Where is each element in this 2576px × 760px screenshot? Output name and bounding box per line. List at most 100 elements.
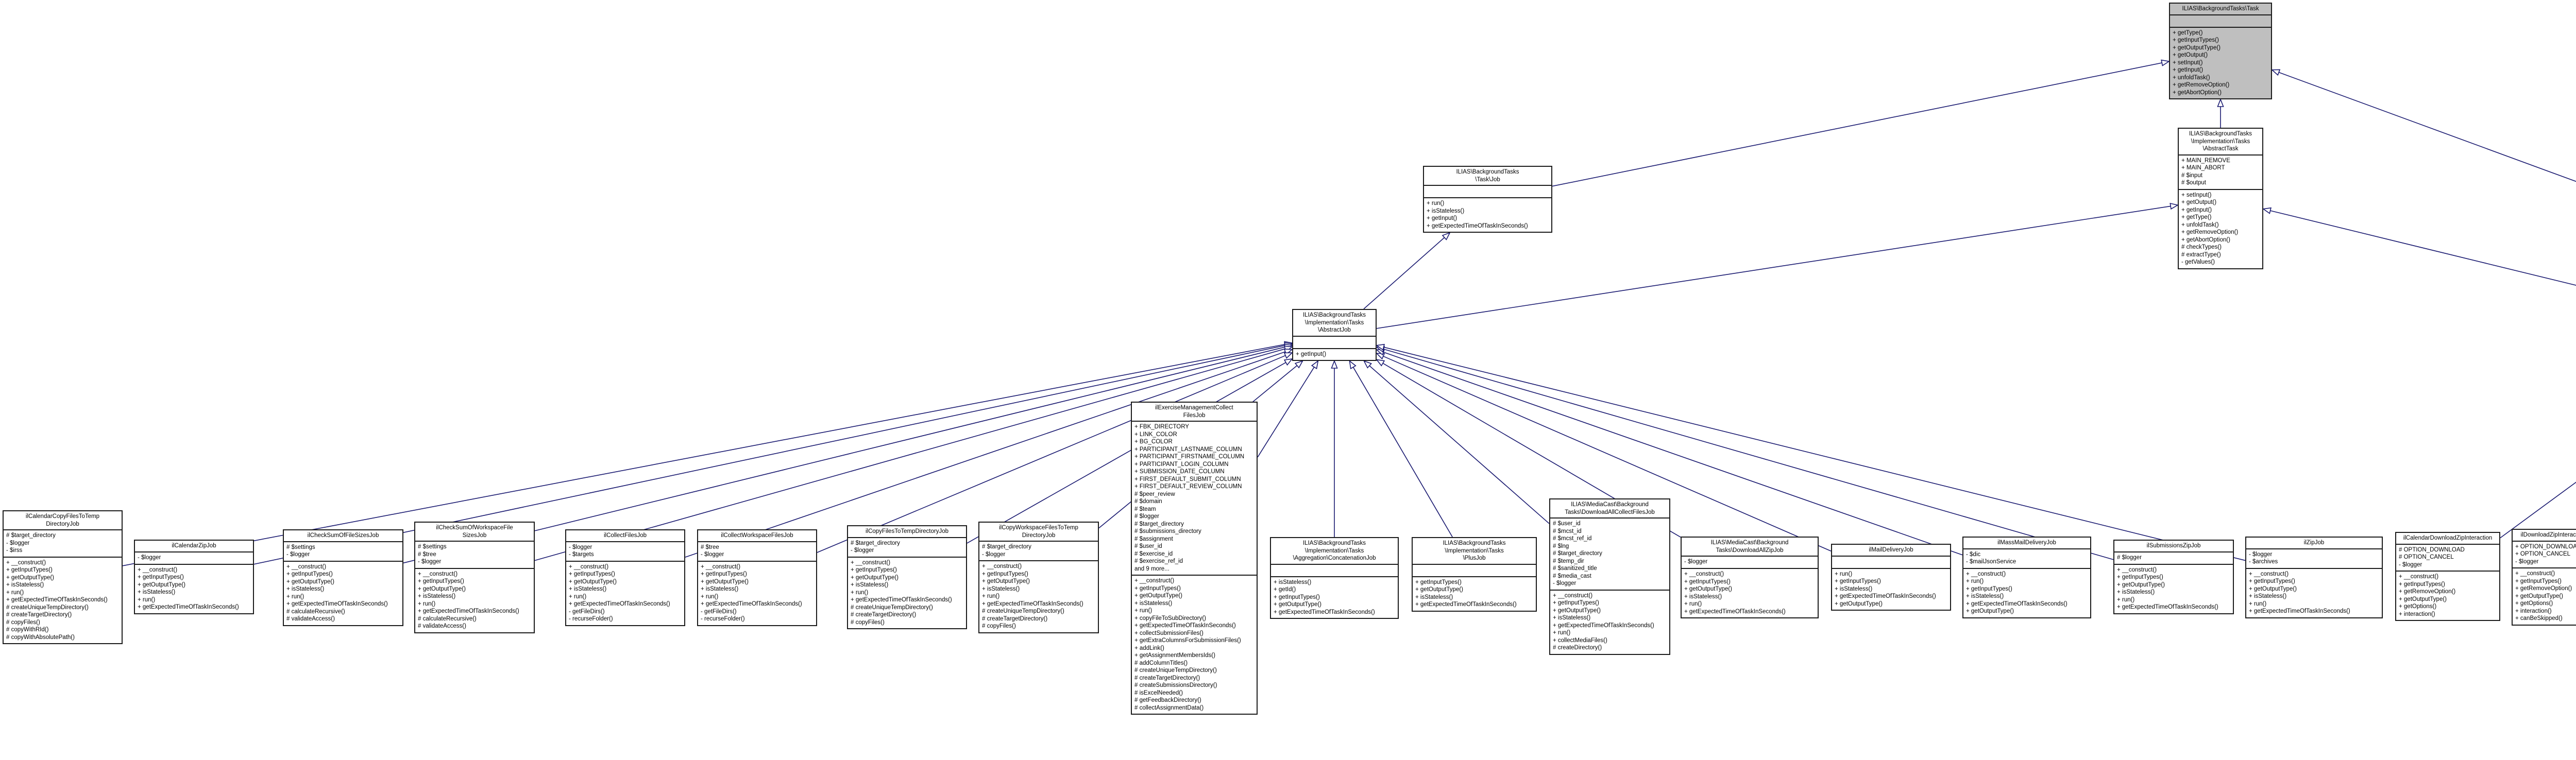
inheritance-edge-line	[1352, 367, 1453, 538]
method-row: + getRemoveOption()	[2181, 229, 2239, 235]
inheritance-arrowhead	[1375, 353, 1385, 360]
method-row: + getOptions()	[2515, 600, 2553, 607]
class-title: ILIAS\BackgroundTasks\Implementation\Tas…	[1293, 310, 1376, 336]
class-box-abstractTask[interactable]: ILIAS\BackgroundTasks\Implementation\Tas…	[2178, 128, 2263, 269]
class-title-line: ILIAS\MediaCast\Background	[1710, 540, 1789, 546]
class-title-line: \Implementation\Tasks	[2191, 138, 2250, 145]
method-row: + getType()	[2181, 214, 2212, 220]
method-row: + isStateless()	[1553, 615, 1591, 621]
class-methods: + setInput()+ getOutput()+ getInput()+ g…	[2179, 188, 2262, 268]
class-box-ilCollectWorkspaceFilesJob[interactable]: ilCollectWorkspaceFilesJob # $tree- $log…	[697, 529, 817, 626]
class-methods: + getInputTypes()+ getOutputType()+ isSt…	[1413, 576, 1536, 611]
class-box-abstractJob[interactable]: ILIAS\BackgroundTasks\Implementation\Tas…	[1292, 309, 1377, 361]
class-title-line: ILIAS\BackgroundTasks	[1302, 312, 1366, 318]
inheritance-edge-line	[1363, 237, 1445, 309]
class-attributes: - $logger- $archives	[2246, 548, 2382, 568]
method-row: + getExpectedTimeOfTaskInSeconds()	[851, 597, 952, 603]
method-row: # createTargetDirectory()	[1134, 675, 1200, 681]
method-row: + __construct()	[982, 563, 1022, 569]
method-row: + getOutputType()	[138, 581, 186, 588]
class-title-line: ilCalendarCopyFilesToTemp	[25, 513, 100, 520]
class-methods: + __construct()+ getInputTypes()+ getRem…	[2513, 567, 2576, 625]
class-title-line: DirectoryJob	[46, 521, 79, 527]
attribute-row: # $mcst_ref_id	[1553, 536, 1592, 542]
method-row: + addLink()	[1134, 645, 1164, 651]
class-box-ilMailDeliveryJob[interactable]: ilMailDeliveryJob + run()+ getInputTypes…	[1831, 544, 1951, 611]
method-row: + isStateless()	[6, 582, 44, 588]
method-row: + run()	[1966, 578, 1984, 584]
attribute-row: # OPTION_CANCEL	[2399, 554, 2454, 560]
method-row: + getInputTypes()	[6, 567, 53, 573]
method-row: + getOutputType()	[286, 578, 335, 585]
method-row: + getRemoveOption()	[2515, 585, 2572, 592]
attribute-row: + LINK_COLOR	[1134, 431, 1177, 438]
class-box-ilCopyFilesToTempDirectoryJob[interactable]: ilCopyFilesToTempDirectoryJob # $target_…	[847, 525, 967, 629]
class-box-ilCalendarDownloadZipInteraction[interactable]: ilCalendarDownloadZipInteraction # OPTIO…	[2395, 532, 2500, 621]
method-row: + getExpectedTimeOfTaskInSeconds()	[1427, 222, 1528, 229]
class-title-line: ilCollectFilesJob	[603, 532, 647, 539]
attribute-row: # $target_directory	[851, 540, 900, 546]
class-title: ilZipJob	[2246, 538, 2382, 548]
class-box-job[interactable]: ILIAS\BackgroundTasks\Task\Job + run()+ …	[1423, 166, 1552, 233]
method-row: # copyWithAbsolutePath()	[6, 634, 75, 641]
method-row: + getOutputType()	[1415, 586, 1464, 593]
class-box-ilSubmissionsZipJob[interactable]: ilSubmissionsZipJob # $logger + __constr…	[2113, 540, 2234, 614]
method-row: + getOutputType()	[1274, 601, 1322, 608]
class-box-ilCalendarZipJob[interactable]: ilCalendarZipJob - $logger + __construct…	[134, 540, 254, 614]
class-title: ILIAS\BackgroundTasks\Task\Job	[1424, 167, 1551, 185]
attribute-row: # $user_id	[1553, 521, 1581, 527]
class-box-task[interactable]: ILIAS\BackgroundTasks\Task + getType()+ …	[2169, 3, 2272, 99]
class-box-ilDownloadZipInteraction[interactable]: ilDownloadZipInteraction + OPTION_DOWNLO…	[2512, 529, 2576, 626]
attribute-row: + FIRST_DEFAULT_REVIEW_COLUMN	[1134, 483, 1242, 490]
method-row: # createTargetDirectory()	[982, 615, 1048, 622]
method-row: + isStateless()	[1134, 600, 1173, 607]
method-row: + getInputTypes()	[1835, 578, 1881, 584]
method-row: + __construct()	[1966, 571, 2006, 577]
method-row: + __construct()	[2117, 566, 2157, 573]
class-box-ilCollectFilesJob[interactable]: ilCollectFilesJob - $logger- $targets + …	[565, 529, 685, 626]
class-title-line: ILIAS\BackgroundTasks	[1443, 540, 1506, 546]
inheritance-edge-line	[1257, 367, 1315, 458]
method-row: + getExpectedTimeOfTaskInSeconds()	[1553, 622, 1654, 629]
class-attributes: # $user_id# $mcst_id# $mcst_ref_id# $lng…	[1550, 517, 1669, 590]
class-attributes: # $target_directory- $logger	[979, 541, 1098, 560]
class-title-line: ilCalendarZipJob	[172, 543, 216, 549]
class-attributes: - $logger	[135, 551, 253, 564]
class-box-ilMassMailDeliveryJob[interactable]: ilMassMailDeliveryJob - $dic- $mailJsonS…	[1962, 537, 2091, 618]
method-row: + getOutputType()	[2173, 44, 2221, 51]
method-row: + getInputTypes()	[1966, 585, 2012, 592]
attribute-row: - $logger	[418, 559, 442, 565]
class-methods: + isStateless()+ getId()+ getInputTypes(…	[1271, 576, 1398, 618]
attribute-row: # $tree	[418, 551, 436, 558]
class-title-line: ILIAS\BackgroundTasks	[1456, 169, 1519, 175]
class-box-plusJob[interactable]: ILIAS\BackgroundTasks\Implementation\Tas…	[1412, 537, 1537, 612]
inheritance-arrowhead	[1294, 360, 1304, 369]
method-row: + getOutput()	[2181, 199, 2217, 205]
method-row: + getOutputType()	[982, 578, 1030, 584]
class-title: ILIAS\BackgroundTasks\Implementation\Tas…	[1271, 538, 1398, 564]
class-attributes: # $settings# $tree- $logger	[415, 541, 534, 568]
class-title-line: ilMailDeliveryJob	[1869, 547, 1913, 553]
class-title-line: ILIAS\BackgroundTasks	[2189, 131, 2252, 137]
method-row: + __construct()	[1553, 592, 1593, 599]
method-row: + getOutputType()	[2399, 596, 2447, 602]
attribute-row: # $mcst_id	[1553, 528, 1582, 534]
method-row: + getInputTypes()	[2117, 574, 2163, 580]
attribute-row: # $peer_review	[1134, 491, 1175, 497]
method-row: + getOutputType()	[2515, 593, 2564, 599]
class-title-line: \Implementation\Tasks	[1304, 319, 1364, 326]
class-box-ilCheckSumOfFileSizesJob[interactable]: ilCheckSumOfFileSizesJob # $settings- $l…	[283, 529, 403, 626]
attribute-row: # $logger	[2117, 554, 2142, 561]
attribute-row: # $target_directory	[1553, 550, 1602, 557]
class-box-ilZipJob[interactable]: ilZipJob - $logger- $archives + __constr…	[2245, 537, 2383, 618]
class-methods: + getInput()	[1293, 348, 1376, 360]
inheritance-edge-line	[1383, 349, 2114, 560]
class-box-concatenationJob[interactable]: ILIAS\BackgroundTasks\Implementation\Tas…	[1270, 537, 1399, 619]
